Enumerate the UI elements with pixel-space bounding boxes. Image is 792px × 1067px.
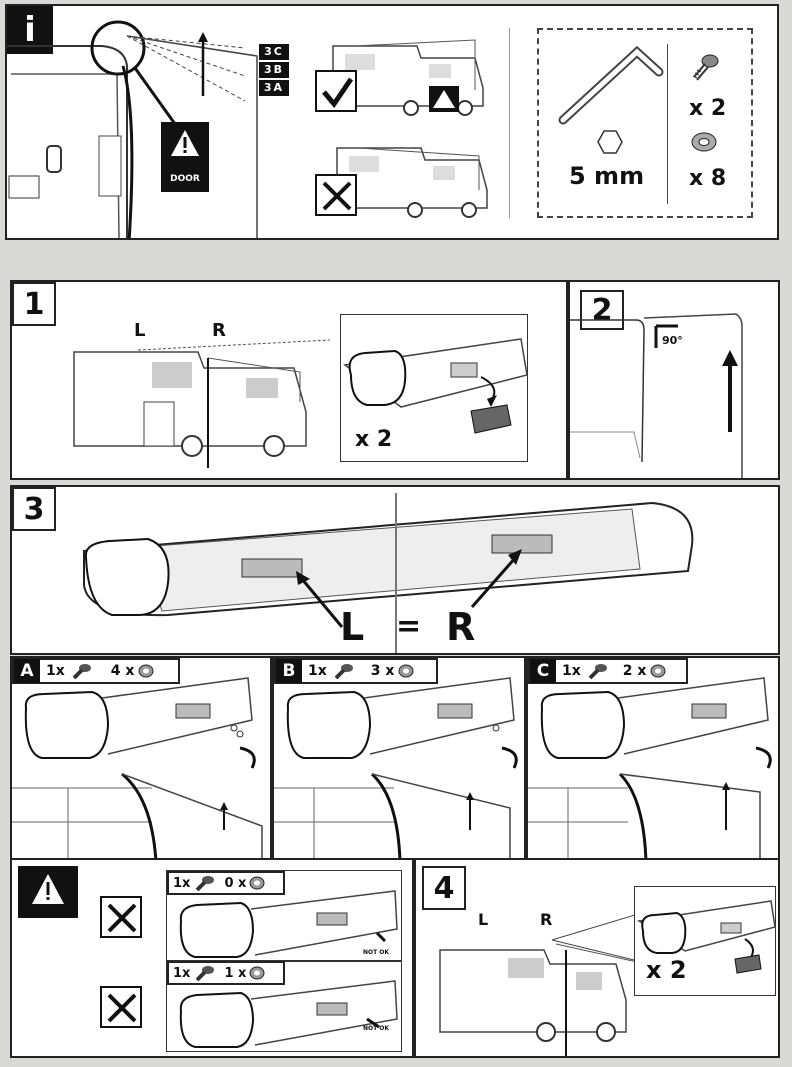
hexagon-icon [597,130,623,154]
step-4-camper-illustration [439,913,647,1056]
step-4-left-label: L [478,910,489,929]
van-rear-illustration [7,20,258,238]
warning-icon [32,874,64,904]
warning-row-2-illustration [179,980,398,1048]
washer-icon [138,664,154,678]
step-2-illustration [570,313,743,478]
warning-row-1-status: NOT OK [363,949,390,956]
option-a-screw-count: 1x [46,663,65,679]
option-c-letter: C [530,659,556,683]
washer-icon [691,132,717,152]
cross-icon [107,903,137,933]
left-equals-left-label: L [340,605,365,649]
option-a-panel: A 1x 4 x [10,656,272,860]
screw-icon [196,876,215,892]
cross-mark-box [100,986,142,1028]
hex-key-icon [558,45,664,125]
option-b-panel: B 1x 3 x [272,656,526,860]
step-1-detail-box: x 2 [340,314,528,462]
step-2-number: 2 [580,290,624,330]
warning-icon [171,130,199,156]
warning-row-2-washer-count: 1 x [224,965,247,981]
screw-icon [72,664,91,680]
option-b-illustration [274,677,518,858]
warning-row-2: 1x 1 x NOT OK [166,960,402,1052]
option-c-screw-count: 1x [562,663,581,679]
step-1-right-label: R [212,320,226,341]
option-b-screw-count: 1x [308,663,327,679]
step-3-number: 3 [12,487,56,531]
option-a-quantity-bar: A 1x 4 x [12,658,180,684]
awning-end-cap-illustration [636,900,776,974]
door-label: DOOR [170,174,200,184]
info-panel: i DOOR 3C 3B 3A [5,4,779,240]
position-labels: 3C 3B 3A [259,44,289,96]
step-2-panel: 2 90° [568,280,780,480]
camper-incorrect-illustration [336,147,488,218]
equals-sign: = [396,609,422,644]
step-4-quantity: x 2 [646,956,687,984]
warning-row-1: 1x 0 x NOT OK [166,870,402,962]
washer-icon [249,966,265,980]
screw-quantity: x 2 [689,96,727,121]
step-4-right-label: R [540,910,553,929]
option-a-illustration [12,677,263,858]
washer-icon [249,876,265,890]
step-1-camper-illustration [73,339,331,468]
option-c-washer-count: 2 x [622,663,647,679]
step-3-panel: 3 L = R [10,485,780,655]
check-mark-box [315,70,357,112]
option-c-quantity-bar: C 1x 2 x [528,658,688,684]
warning-row-1-quantity-bar: 1x 0 x [167,871,285,895]
tool-size-label: 5 mm [569,162,645,190]
warning-panel: 1x 0 x NOT OK 1x 1 x NOT OK [10,858,414,1058]
left-equals-right-label: R [446,605,476,649]
position-label-3b: 3B [259,62,289,78]
step-1-quantity: x 2 [355,427,393,452]
position-label-3a: 3A [259,80,289,96]
warning-row-2-status: NOT OK [363,1025,390,1032]
screw-icon [692,54,719,81]
warning-row-1-screw-count: 1x [173,875,191,891]
step-4-detail-box [634,886,776,996]
step-1-panel: 1 L R x 2 [10,280,568,480]
cross-mark-box [315,174,357,216]
cross-mark-box [100,896,142,938]
warning-row-1-illustration [179,890,398,958]
tools-divider [667,44,668,204]
step-4-panel: 4 L R x 2 [414,858,780,1058]
checkmark-icon [322,77,354,109]
option-c-illustration [528,677,772,858]
angle-label: 90° [662,334,683,347]
screw-icon [334,664,353,680]
cross-icon [107,993,137,1023]
door-warning-sign: DOOR [161,122,209,192]
cross-icon [322,181,352,211]
option-a-letter: A [14,659,40,683]
option-b-washer-count: 3 x [370,663,395,679]
step-1-left-label: L [134,320,146,341]
awning-cassette-illustration [83,493,694,653]
camper-correct-illustration [332,39,484,116]
warning-badge [18,866,78,918]
step-1-number: 1 [12,282,56,326]
warning-row-2-quantity-bar: 1x 1 x [167,961,285,985]
warning-row-1-washer-count: 0 x [224,875,247,891]
warning-row-2-screw-count: 1x [173,965,191,981]
screw-icon [588,664,607,680]
awning-end-cap-illustration [343,338,528,434]
screw-icon [196,966,215,982]
step-4-number: 4 [422,866,466,910]
position-label-3c: 3C [259,44,289,60]
washer-icon [650,664,666,678]
option-b-quantity-bar: B 1x 3 x [274,658,438,684]
tools-box: 5 mm x 2 x 8 [537,28,753,218]
washer-icon [398,664,414,678]
info-divider [509,28,510,218]
option-a-washer-count: 4 x [110,663,135,679]
option-c-panel: C 1x 2 x [526,656,780,860]
washer-quantity: x 8 [689,166,727,191]
option-b-letter: B [276,659,302,683]
